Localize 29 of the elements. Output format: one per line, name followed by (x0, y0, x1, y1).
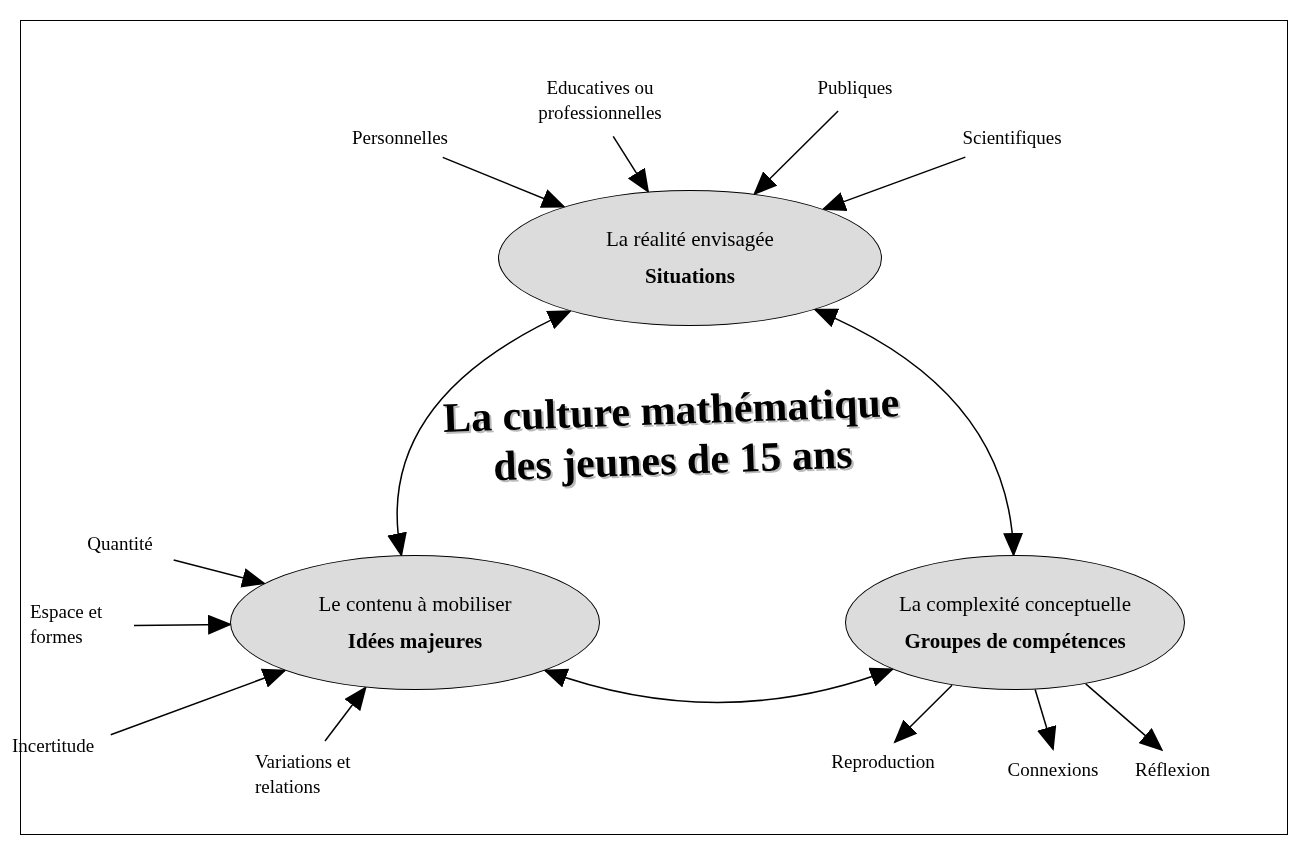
arrow (821, 156, 967, 211)
category-label: Personnelles (340, 126, 460, 151)
arrow (1034, 688, 1057, 751)
category-label: Educatives ou professionnelles (525, 76, 675, 126)
arrow (172, 559, 267, 588)
category-label: Espace et formes (30, 600, 125, 650)
ellipse-subtitle: Le contenu à mobiliser (318, 590, 512, 618)
ellipse-title: Groupes de compétences (904, 627, 1126, 655)
ellipse-subtitle: La complexité conceptuelle (898, 590, 1132, 618)
category-label: Publiques (805, 76, 905, 101)
arrow (612, 135, 650, 194)
ellipse-title: Situations (645, 263, 735, 290)
arrow (110, 668, 287, 736)
category-label: Scientifiques (942, 126, 1082, 151)
arrow (324, 685, 367, 742)
arrow (442, 156, 566, 208)
category-label: Quantité (75, 532, 165, 557)
ellipse-title: Idées majeures (347, 627, 483, 655)
ellipse-subtitle: La réalité envisagée (606, 226, 774, 254)
category-label: Reproduction (818, 750, 948, 775)
arrow (543, 667, 895, 704)
arrow (893, 684, 953, 744)
arrow (813, 308, 1022, 557)
category-label: Variations et relations (255, 750, 395, 800)
category-label: Connexions (998, 758, 1108, 783)
arrow (1085, 683, 1164, 752)
diagram-title: La culture mathématique des jeunes de 15 ans (441, 378, 902, 492)
arrow (753, 110, 839, 196)
category-label: Réflexion (1125, 758, 1220, 783)
